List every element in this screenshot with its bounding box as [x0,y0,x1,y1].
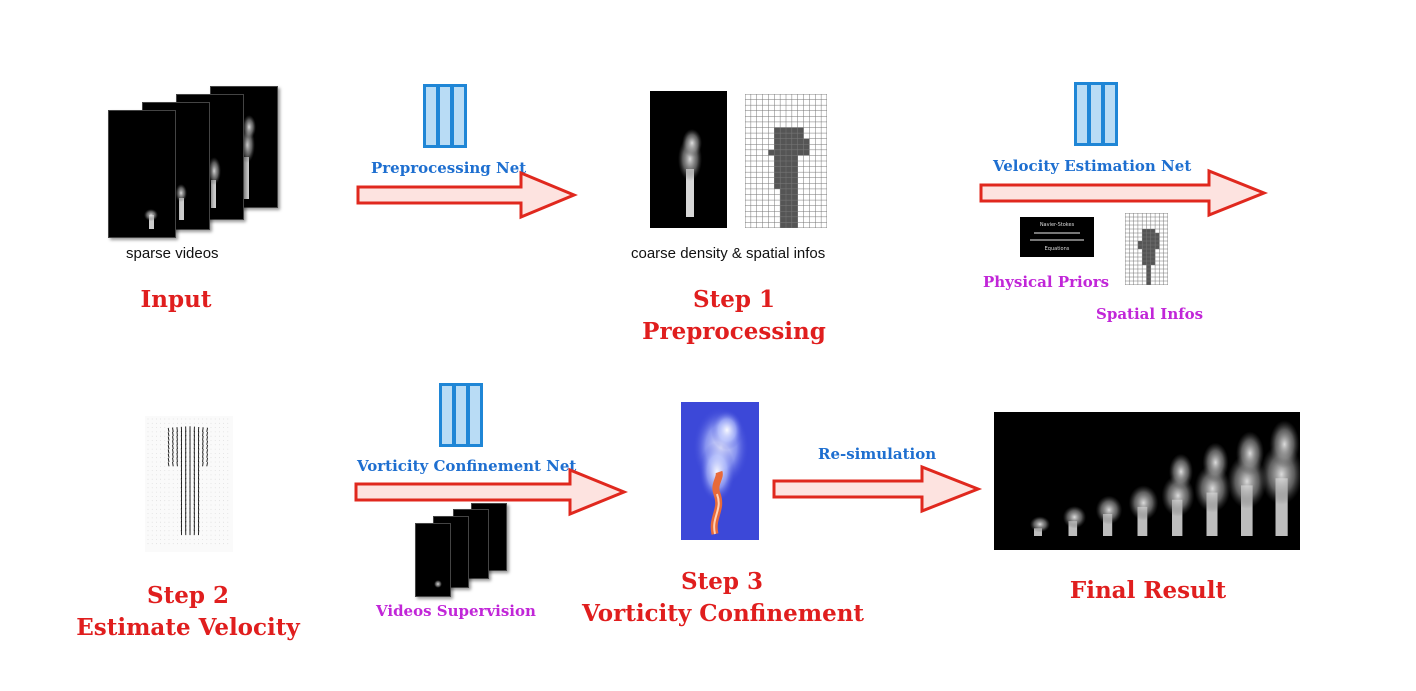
input-title: Input [140,286,212,313]
smoke-plume-icon [693,407,749,535]
preprocessing-arrow [356,170,578,220]
vorticity-net-icon [439,383,483,447]
coarse-density-image [650,91,727,228]
step1-title-line1: Step 1 [693,286,775,313]
step1-title: Step 1 Preprocessing [618,284,850,348]
supervision-video-stack [415,503,511,597]
video-frame [108,110,176,238]
spatial-grid-image [745,94,827,228]
step2-title: Step 2 Estimate Velocity [70,580,306,644]
input-video-stack [108,86,280,238]
smoke-icon [175,184,187,220]
resimulation-label: Re-simulation [818,445,937,463]
smoke-icon [434,580,442,588]
preprocessing-net-icon [423,84,467,148]
velocity-field-image [145,416,233,552]
final-title: Final Result [1069,577,1227,604]
smoke-icon [207,157,221,208]
vorticity-arrow [354,467,628,517]
step3-title: Step 3 Vorticity Confinement [582,566,865,630]
step3-title-line2: Vorticity Confinement [582,600,865,627]
final-result-image [994,412,1303,550]
video-frame [415,523,451,597]
smoke-sequence-icon [1030,420,1303,536]
equation-footer: Equations [1044,246,1070,252]
velocity-arrow [979,168,1269,218]
spatial-infos-grid-image [1125,213,1168,285]
equation-lines-icon [1030,239,1084,241]
videos-supervision-label: Videos Supervision [376,602,536,620]
equation-lines-icon [1034,232,1080,234]
vorticity-simulation-image [681,402,759,540]
step1-caption: coarse density & spatial infos [631,245,826,262]
resimulation-arrow [772,464,983,514]
step2-title-line2: Estimate Velocity [76,614,300,641]
spatial-infos-label: Spatial Infos [1096,305,1204,323]
preprocessing-net-label: Preprocessing Net [371,159,527,177]
vorticity-net-label: Vorticity Confinement Net [357,457,577,475]
equation-title: Navier-Stokes [1039,222,1075,228]
input-caption: sparse videos [126,245,219,262]
smoke-icon [144,209,158,229]
step2-title-line1: Step 2 [147,582,229,609]
velocity-net-label: Velocity Estimation Net [993,157,1192,175]
step1-title-line2: Preprocessing [642,318,826,345]
velocity-net-icon [1074,82,1118,146]
physical-priors-label: Physical Priors [983,273,1110,291]
navier-stokes-equation-image: Navier-Stokes Equations [1020,217,1094,257]
smoke-icon [678,129,702,217]
step3-title-line1: Step 3 [681,568,763,595]
